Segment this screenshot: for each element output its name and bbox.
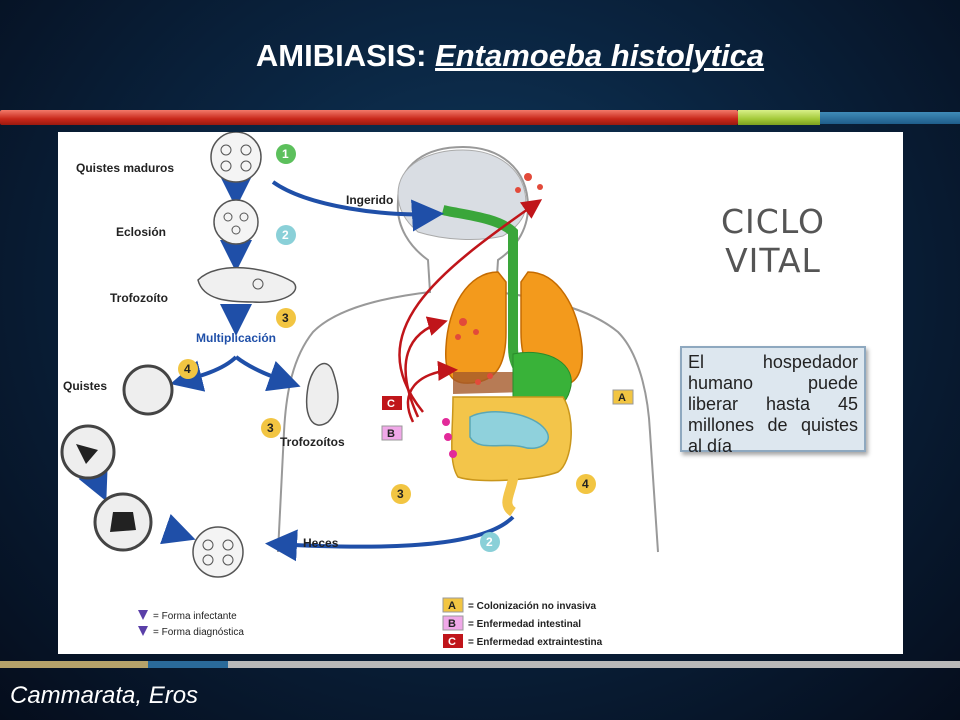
label-quistes-maduros: Quistes maduros: [76, 161, 174, 175]
slide-title: AMIBIASIS: Entamoeba histolytica: [0, 38, 960, 74]
label-ingerido: Ingerido: [346, 193, 393, 207]
footer-bar-grey: [228, 661, 960, 668]
life-cycle-diagram: Quistes maduros Eclosión Trofozoíto Mult…: [58, 132, 903, 654]
parasite-stages: [60, 132, 339, 578]
footer-bar-gold: [0, 661, 148, 668]
blue-accent-bar: [820, 112, 960, 124]
callout-box: El hospedador humano puede liberar hasta…: [680, 346, 866, 456]
legend-forms: [138, 610, 148, 636]
step-2b: 2: [486, 535, 493, 549]
diagram-graphic: Quistes maduros Eclosión Trofozoíto Mult…: [60, 132, 659, 648]
diagram-heading: CICLO VITAL: [708, 202, 838, 280]
step-3b: 3: [267, 421, 274, 435]
cycle-arrows: [78, 176, 515, 562]
footer-bar-blue: [148, 661, 228, 668]
author-name: Cammarata, Eros: [10, 682, 199, 709]
step-4: 4: [184, 362, 191, 376]
label-multiplicacion: Multiplicación: [196, 331, 276, 345]
label-quistes: Quistes: [63, 379, 107, 393]
legend-colonizacion: = Colonización no invasiva: [468, 601, 597, 612]
green-accent-bar: [738, 110, 820, 125]
title-species: Entamoeba histolytica: [435, 38, 765, 73]
legend-infectante: = Forma infectante: [153, 611, 237, 622]
legend-b-marker: B: [448, 618, 456, 630]
heading-line-2: VITAL: [725, 241, 821, 280]
step-markers: [178, 144, 634, 648]
legend-extraintestinal: = Enfermedad extraintestina: [468, 637, 603, 648]
marker-c: C: [387, 398, 395, 410]
heading-line-1: CICLO: [721, 202, 825, 241]
marker-b: B: [387, 428, 395, 440]
legend-intestinal: = Enfermedad intestinal: [468, 619, 581, 630]
step-4b: 4: [582, 477, 589, 491]
marker-a: A: [618, 392, 626, 404]
legend-c-marker: C: [448, 636, 456, 648]
red-accent-bar: [0, 110, 738, 125]
step-3c: 3: [397, 487, 404, 501]
label-heces: Heces: [303, 536, 339, 550]
legend-a-marker: A: [448, 600, 456, 612]
label-trofozoitos: Trofozoítos: [280, 435, 345, 449]
step-3: 3: [282, 311, 289, 325]
step-1: 1: [282, 147, 289, 161]
human-body: [277, 145, 659, 553]
label-eclosion: Eclosión: [116, 225, 166, 239]
legend-diagnostica: = Forma diagnóstica: [153, 627, 244, 638]
title-prefix: AMIBIASIS:: [255, 38, 436, 73]
label-trofozoito: Trofozoíto: [110, 291, 168, 305]
step-2: 2: [282, 228, 289, 242]
